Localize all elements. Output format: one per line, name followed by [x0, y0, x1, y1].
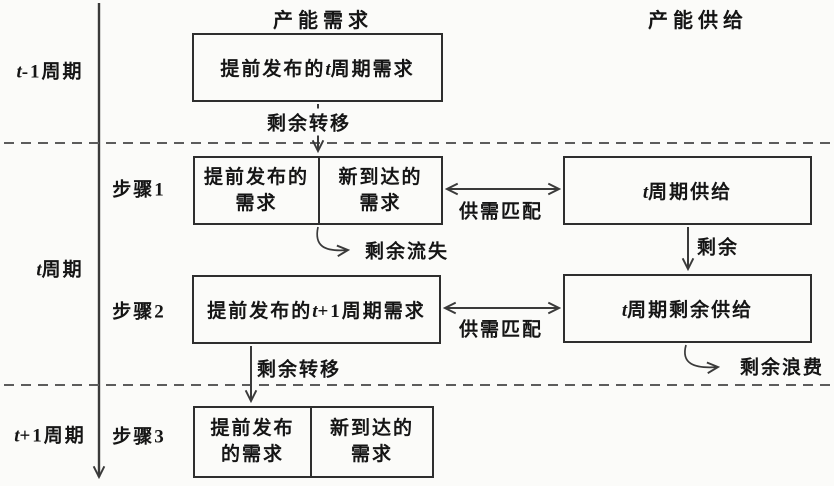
cell-line: 的需求	[220, 444, 284, 465]
box-step1-demand: 提前发布的 需求 新到达的 需求	[193, 156, 443, 225]
label-residual-loss: 剩余流失	[365, 241, 450, 263]
cell-line: 需求	[350, 444, 393, 465]
cell-line: 新到达的	[329, 418, 414, 439]
label-part: 提前发布的	[207, 301, 313, 322]
cell-advance-released-demand: 提前发布 的需求	[195, 408, 312, 476]
label-part: 提前发布的	[220, 59, 326, 80]
label-residual-transfer-bottom: 剩余转移	[257, 359, 342, 381]
box-t-period-supply: t周期供给	[563, 156, 812, 225]
period-suffix: 周期	[41, 259, 84, 281]
label-supply-demand-match-1: 供需匹配	[458, 201, 544, 223]
label-residual-transfer-top: 剩余转移	[263, 108, 355, 136]
label-part: +1周期需求	[317, 301, 426, 322]
box-advance-released-t-demand-label: 提前发布的t周期需求	[220, 54, 414, 81]
loss-curve-arrow	[316, 226, 348, 250]
label-variable: t	[325, 59, 331, 80]
period-variable: t	[36, 259, 42, 281]
box-advance-released-t-demand: 提前发布的t周期需求	[192, 33, 443, 102]
label-variable: t	[621, 300, 628, 321]
box-t-period-residual-supply-label: t周期剩余供给	[622, 295, 753, 322]
box-t-period-supply-label: t周期供给	[643, 177, 732, 204]
cell-new-arrival-demand: 新到达的 需求	[312, 408, 432, 476]
box-t-period-residual-supply: t周期剩余供给	[563, 274, 812, 343]
period-label-t-minus-1: t-1周期	[16, 57, 83, 84]
label-supply-demand-match-2: 供需匹配	[458, 319, 544, 341]
period-suffix: -1周期	[21, 61, 84, 83]
label-part: 周期剩余供给	[627, 300, 754, 321]
box-advance-released-t1-demand: 提前发布的t+1周期需求	[192, 275, 441, 344]
step-label-3: 步骤3	[112, 426, 166, 448]
label-part: 周期需求	[330, 59, 415, 80]
box-step3-demand: 提前发布 的需求 新到达的 需求	[193, 406, 434, 478]
label-residual: 剩余	[697, 237, 740, 259]
header-capacity-supply: 产能供给	[648, 10, 748, 32]
cell-line: 需求	[235, 192, 278, 214]
period-variable: t	[16, 61, 22, 83]
period-suffix: +1周期	[19, 425, 86, 447]
period-label-t: t周期	[36, 255, 83, 282]
waste-curve-arrow	[684, 344, 718, 367]
cell-new-arrival-demand: 新到达的 需求	[320, 158, 441, 223]
header-capacity-demand: 产能需求	[273, 10, 373, 32]
step-label-1: 步骤1	[112, 179, 166, 201]
cell-line: 提前发布	[210, 418, 295, 439]
label-variable: t	[312, 301, 318, 322]
cell-line: 提前发布的	[203, 166, 309, 188]
period-variable: t	[14, 425, 20, 447]
cell-advance-released-demand: 提前发布的 需求	[195, 158, 320, 223]
label-variable: t	[642, 182, 649, 203]
label-part: 周期供给	[648, 182, 733, 203]
cell-line: 新到达的	[338, 166, 423, 188]
cell-line: 需求	[359, 192, 402, 214]
step-label-2: 步骤2	[112, 301, 166, 323]
period-label-t-plus-1: t+1周期	[14, 421, 86, 448]
box-advance-released-t1-demand-label: 提前发布的t+1周期需求	[207, 296, 426, 323]
label-residual-waste: 剩余浪费	[740, 357, 825, 379]
